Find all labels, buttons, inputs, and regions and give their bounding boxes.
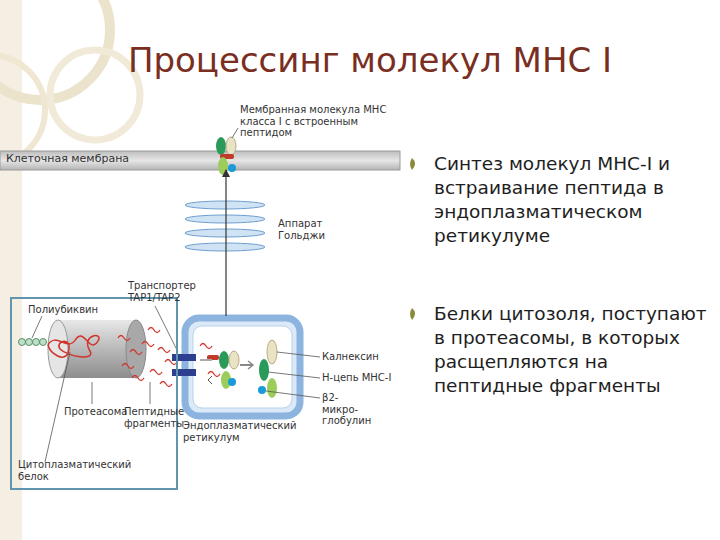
membrane-mhc [216, 137, 236, 175]
golgi [185, 201, 265, 251]
peptide-fragments [118, 328, 220, 387]
cytoplasm-box: Цитоплазматический белок [10, 297, 178, 490]
bullet-text: Белки цитозоля, поступают в протеасомы, … [434, 302, 709, 398]
part-label: Транспортер TAP1/TAP2 [128, 280, 228, 303]
slide-title: Процессинг молекул МНС I [60, 40, 680, 80]
proteasome [48, 320, 146, 378]
part-label: Полиубиквин [28, 304, 118, 316]
deco-ring [50, 50, 140, 140]
node-label: Цитоплазматический белок [18, 459, 148, 482]
node-label: Эндоплазматический ретикулум [183, 420, 305, 443]
er-mhc [207, 351, 239, 389]
part-label: Н-цепь МНС-I [322, 372, 402, 384]
leader-lines [32, 128, 320, 462]
membrane-band: Клеточная мембрана [0, 151, 400, 170]
tap-transporter [172, 354, 196, 376]
er-compartment: Эндоплазматический ретикулум [183, 316, 305, 442]
part-label: Протеасома [64, 406, 134, 418]
part-label: β2-микро-глобулин [322, 392, 374, 427]
cell-membrane [0, 151, 400, 170]
er-outline [185, 318, 300, 416]
deco-ring [0, 55, 45, 165]
er-lumen [193, 326, 292, 408]
calnexin-complex [240, 340, 277, 398]
connector-arrow [225, 170, 226, 316]
bullet-marker [410, 308, 415, 320]
bullet-text: Синтез молекул МНС-I и встраивание пепти… [434, 152, 709, 248]
part-label: Мембранная молекула МНС класса I с встро… [240, 104, 390, 139]
part-label: Аппарат Гольджи [278, 218, 368, 241]
bullet-marker [410, 158, 415, 170]
part-label: Пептидные фрагменты [124, 406, 182, 429]
protein-chain [48, 336, 99, 358]
node-label: Клеточная мембрана [6, 153, 166, 166]
part-label: Калнексин [322, 351, 402, 363]
polyubiquitin [19, 339, 47, 346]
